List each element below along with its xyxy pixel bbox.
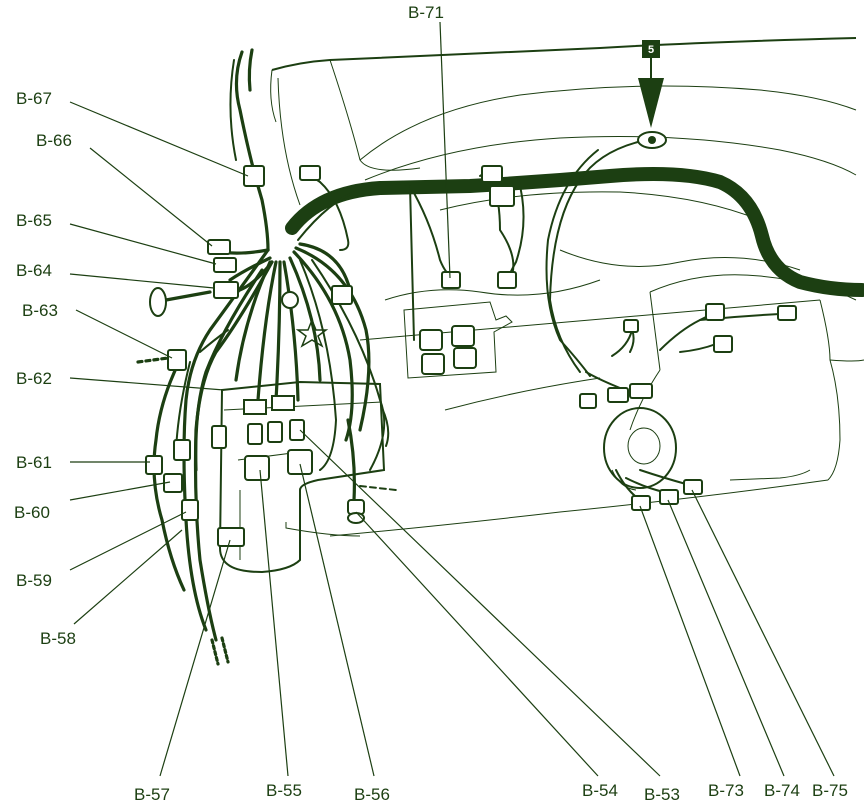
connector-right-2 [705,303,725,321]
main-harness [285,167,864,297]
connector-b74 [659,489,679,505]
label-b57: B-57 [134,785,170,804]
label-b74: B-74 [764,781,800,800]
label-b63: B-63 [22,301,58,320]
label-b65: B-65 [16,211,52,230]
ground-point [637,131,667,149]
label-b71: B-71 [408,3,444,22]
connector-top-1 [299,165,321,181]
connector-b67 [243,165,265,187]
connector-top-4 [497,271,517,289]
grommet [149,287,329,348]
connector-b61b [173,439,191,461]
lamp-socket [347,499,365,524]
label-b67: B-67 [16,89,52,108]
connector-right-4 [777,305,797,321]
label-b58: B-58 [40,629,76,648]
label-b62: B-62 [16,369,52,388]
label-b66: B-66 [36,131,72,150]
leader-lines [69,21,835,777]
marker-5: 5 [638,40,664,128]
connector-center [331,285,353,305]
junction-block [211,380,386,574]
arrow-down-icon [638,78,664,128]
connector-b71 [441,271,461,289]
wires [136,48,781,666]
connector-b63 [167,349,187,371]
label-b61: B-61 [16,453,52,472]
connector-b64 [213,281,239,299]
connector-right-3 [713,335,733,353]
connector-b61 [145,455,163,475]
marker-label: 5 [648,44,654,56]
label-b55: B-55 [266,781,302,800]
label-b59: B-59 [16,571,52,590]
labels: B-71 B-67 B-66 B-65 B-64 B-63 B-62 B-61 … [14,3,848,804]
connector-mid-2 [607,387,629,403]
connector-top-3 [489,185,515,207]
label-b54: B-54 [582,781,618,800]
connector-b59 [181,499,199,521]
connector-b65 [213,257,237,273]
label-b64: B-64 [16,261,52,280]
relay-box [403,301,513,379]
connectors [145,165,797,521]
label-b75: B-75 [812,781,848,800]
label-b73: B-73 [708,781,744,800]
connector-right-1 [623,319,639,333]
connector-mid-1 [579,393,597,409]
label-b60: B-60 [14,503,50,522]
connector-b75 [683,479,703,495]
label-b53: B-53 [644,785,680,804]
round-component [603,407,677,491]
marker-box [642,40,660,58]
dashboard-outline [270,37,864,537]
connector-top-2 [481,165,503,183]
label-b56: B-56 [354,785,390,804]
connector-mid-3 [629,383,653,399]
connector-b66 [207,239,231,255]
